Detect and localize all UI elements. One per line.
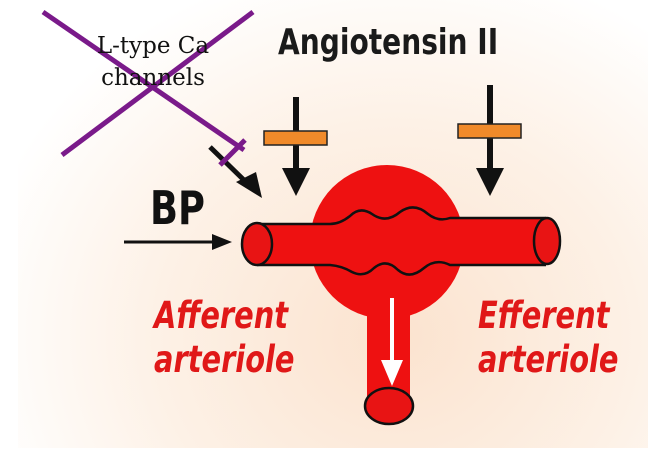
outflow-tube-end xyxy=(365,388,413,424)
ltype-channels-label: L-type Ca channels xyxy=(78,30,228,94)
inhibitor-bar-left xyxy=(264,131,327,145)
inhibitor-bar-right xyxy=(458,124,521,138)
efferent-label: Efferent arteriole xyxy=(478,294,618,382)
bp-label: BP xyxy=(150,181,205,235)
afferent-label: Afferent arteriole xyxy=(154,294,294,382)
ltype-line-2: channels xyxy=(78,62,228,94)
afferent-tube-end xyxy=(242,223,272,265)
angiotensin-arrow-right-head xyxy=(476,168,504,196)
afferent-line-1: Afferent xyxy=(154,294,294,338)
angiotensin-title: Angiotensin II xyxy=(278,22,498,63)
bp-arrow-head xyxy=(212,234,232,250)
efferent-tube-end xyxy=(534,218,560,264)
angiotensin-arrow-left-head xyxy=(282,168,310,196)
afferent-line-2: arteriole xyxy=(154,338,294,382)
ltype-line-1: L-type Ca xyxy=(78,30,228,62)
efferent-line-2: arteriole xyxy=(478,338,618,382)
efferent-line-1: Efferent xyxy=(478,294,618,338)
